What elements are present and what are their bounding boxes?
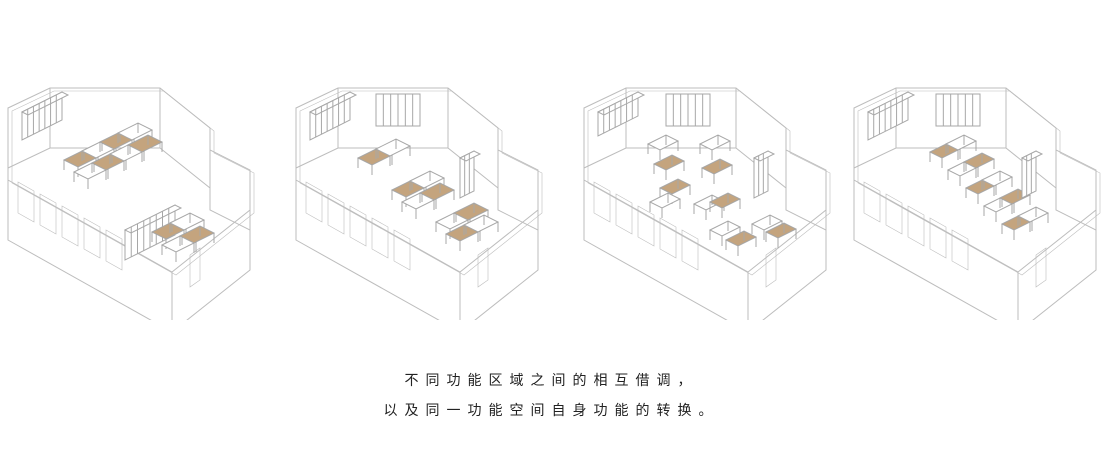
wall-inner-outline [587,90,831,276]
wall-inner-outline [299,90,543,276]
floor-outline [295,147,539,320]
window-panel [929,217,947,259]
wall-inner-outline [11,90,255,276]
window-panel [681,229,699,271]
window-panel [885,193,903,235]
window-panel [327,193,345,235]
plan-svg [583,87,831,320]
window-panel [83,217,101,259]
axonometric-diagram-row [0,60,1103,320]
window-panel [17,181,35,223]
floor-outline [583,147,827,320]
plan-drawing [853,87,1101,320]
door-panel [189,247,201,288]
plan-drawing [7,87,255,320]
window-panel [39,193,57,235]
plan-svg [853,87,1101,320]
window-panel [907,205,925,247]
door-panel [477,247,489,288]
office-plan-3 [576,60,846,320]
window-panel [659,217,677,259]
door-panel [1035,247,1047,288]
window-panel [349,205,367,247]
wall-inner-outline [857,90,1101,276]
shelf-top [752,150,776,162]
plan-svg [7,87,255,320]
window-panel [593,181,611,223]
shelf-top [1020,150,1044,162]
floor-outline [853,147,1097,320]
door-panel [765,247,777,288]
window-panel [371,217,389,259]
window-panel [951,229,969,271]
window-panel [637,205,655,247]
wall-top-outline [295,87,539,273]
office-plan-2 [288,60,558,320]
shelf-top [123,204,183,234]
plan-drawing [583,87,831,320]
window-panel [61,205,79,247]
caption-line-2: 以及同一功能空间自身功能的转换。 [383,403,720,419]
window-panel [615,193,633,235]
window-panel [863,181,881,223]
shelf-top [458,150,482,162]
wall-top-outline [853,87,1097,273]
plan-svg [295,87,543,320]
window-panel [305,181,323,223]
window-panel [105,229,123,271]
office-plan-4 [846,60,1103,320]
office-plan-1 [0,60,270,320]
plan-drawing [295,87,543,320]
wall-top-outline [583,87,827,273]
wall-top-outline [7,87,251,273]
window-panel [393,229,411,271]
caption-line-1: 不同功能区域之间的相互借调， [404,373,699,389]
